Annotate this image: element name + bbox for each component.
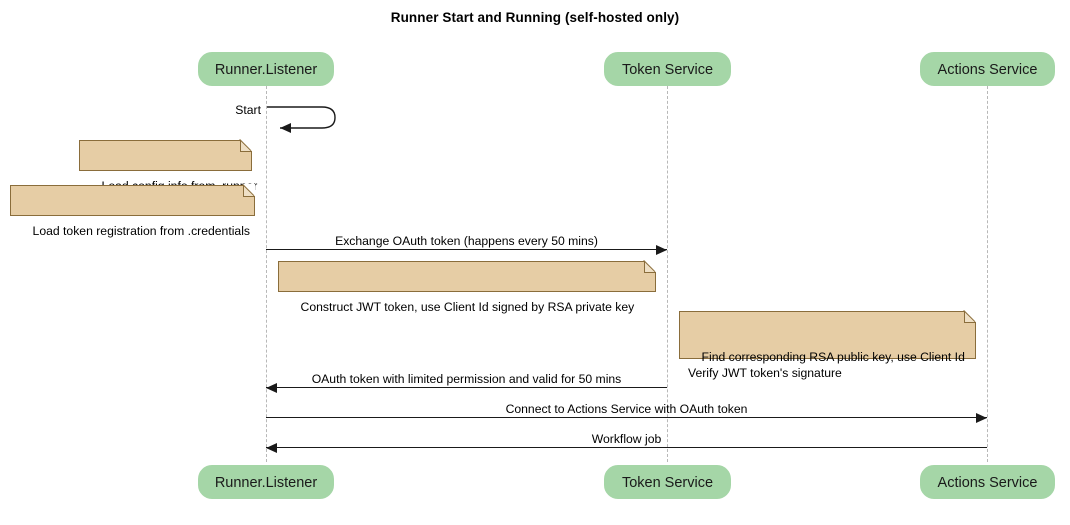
message-label-connect-actions-service: Connect to Actions Service with OAuth to… — [505, 402, 748, 416]
participant-token-service-top[interactable]: Token Service — [604, 52, 731, 86]
participant-label: Token Service — [621, 475, 714, 491]
arrow-head-right-icon — [976, 412, 987, 423]
note-text: Load token registration from .credential… — [32, 224, 251, 238]
note-fold-icon — [964, 310, 976, 323]
message-label-start: Start — [235, 103, 261, 117]
arrow-head-left-icon — [266, 382, 277, 393]
participant-runner-listener-bottom[interactable]: Runner.Listener — [198, 465, 334, 499]
note-text: Find corresponding RSA public key, use C… — [688, 350, 965, 380]
note-text: Construct JWT token, use Client Id signe… — [300, 300, 635, 314]
participant-label: Actions Service — [937, 62, 1038, 78]
message-line-oauth-token-response — [266, 387, 667, 388]
participant-label: Token Service — [621, 62, 714, 78]
arrow-head-right-icon — [656, 244, 667, 255]
message-line-workflow-job — [266, 447, 987, 448]
message-label-oauth-token-response: OAuth token with limited permission and … — [311, 372, 622, 386]
lifeline-runner-listener — [266, 86, 267, 462]
participant-actions-service-top[interactable]: Actions Service — [920, 52, 1055, 86]
participant-label: Actions Service — [937, 475, 1038, 491]
note-construct-jwt-token: Construct JWT token, use Client Id signe… — [278, 260, 656, 314]
participant-label: Runner.Listener — [214, 62, 318, 78]
message-label-workflow-job: Workflow job — [591, 432, 662, 446]
self-message-start — [266, 104, 346, 134]
participant-label: Runner.Listener — [214, 475, 318, 491]
note-load-token-registration: Load token registration from .credential… — [10, 184, 255, 238]
participant-actions-service-bottom[interactable]: Actions Service — [920, 465, 1055, 499]
note-fold-icon — [243, 184, 255, 197]
lifeline-token-service — [667, 86, 668, 462]
note-verify-jwt-signature: Find corresponding RSA public key, use C… — [679, 310, 976, 380]
participant-runner-listener-top[interactable]: Runner.Listener — [198, 52, 334, 86]
note-fold-icon — [644, 260, 656, 273]
message-line-connect-actions-service — [266, 417, 987, 418]
note-fold-icon — [240, 139, 252, 152]
page-title: Runner Start and Running (self-hosted on… — [390, 10, 680, 25]
message-label-exchange-oauth-token: Exchange OAuth token (happens every 50 m… — [335, 234, 598, 248]
lifeline-actions-service — [987, 86, 988, 462]
note-load-config: Load config info from .runner — [79, 139, 257, 193]
arrow-head-left-icon — [266, 442, 277, 453]
participant-token-service-bottom[interactable]: Token Service — [604, 465, 731, 499]
message-line-exchange-oauth-token — [266, 249, 667, 250]
